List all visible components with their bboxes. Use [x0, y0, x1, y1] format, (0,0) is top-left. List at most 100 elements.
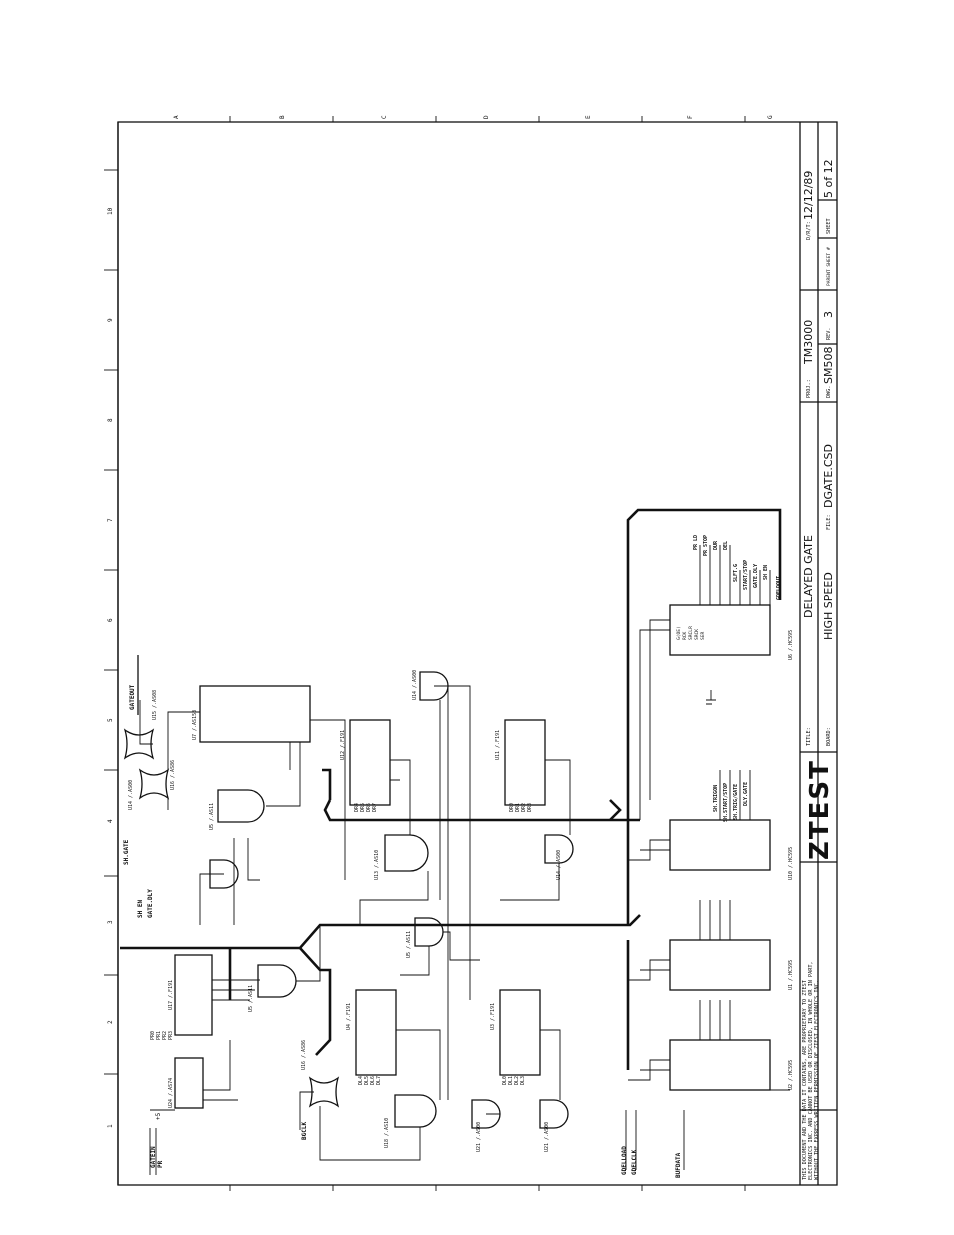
u5-top-label: U5 /.AS11: [209, 803, 215, 830]
notice-line-1: THIS DOCUMENT AND THE DATA IT CONTAINS, …: [802, 980, 808, 1180]
dr-bus-labels-u11: DR0 DR1 DR2 DR3: [509, 803, 533, 812]
u21b-label: U21 /.AS00: [544, 1122, 550, 1152]
u15-label: U15 /.AS08: [152, 690, 158, 720]
signal-slft-g: SLFT.G: [733, 564, 739, 582]
dr1-label: DR1: [515, 803, 521, 812]
signal-gdelload: GDELLOAD: [621, 1146, 628, 1175]
u6-shift-register: U6 /.HC595: [669, 604, 794, 660]
u17-label: U17 /.F191: [168, 980, 174, 1010]
dr3-label: DR3: [527, 803, 533, 812]
ztest-logo: ZTEST: [805, 759, 835, 860]
u10-output-labels: SH.TRIGON SH.START/STOP SH.TRIG/GATE DLY…: [713, 782, 749, 822]
zone-label-1: 1: [107, 1124, 114, 1128]
u13-gate: [384, 834, 429, 872]
u6-pin-rck: RCK: [682, 631, 688, 640]
board-value: HIGH SPEED: [822, 572, 835, 640]
u18-gate-bottom: [308, 1076, 340, 1108]
zone-label-3: 3: [107, 920, 114, 924]
zone-label-d: D: [483, 115, 490, 119]
dl-bus-labels-u4: DL4 DL5 DL6 DL7: [358, 1076, 382, 1085]
u3-label: U3 /.F191: [490, 1003, 496, 1030]
u10-shift-register: U10 /.HC595: [669, 819, 794, 880]
signal-pr: PR: [157, 1160, 164, 1168]
u21-gate-b: [539, 1099, 569, 1129]
signal-sh-start-stop: SH.START/STOP: [723, 783, 729, 822]
signal-sh-gate: SH.GATE: [123, 839, 130, 865]
signal-sh-en2: SH EN: [763, 565, 769, 580]
dl0-label: DL0: [502, 1076, 508, 1085]
zone-label-5: 5: [107, 718, 114, 722]
proj-label: PROJ.:: [806, 379, 812, 398]
signal-bufdata: BUFDATA: [675, 1152, 682, 1178]
u16-gate-top: [138, 768, 170, 800]
u18-label: U18 /.AS10: [384, 1118, 390, 1148]
zone-labels-side: 1 2 3 4 5 6 7 8 9 10: [107, 207, 114, 1128]
file-value: DGATE.CSD: [822, 444, 835, 508]
notice-line-2: ELECTRONICS INC. AND CANNOT BE USED OR D…: [808, 961, 814, 1180]
dr5-label: DR5: [360, 803, 366, 812]
u6-pin-labels: G(OE) RCK SRCLR SRCK SER: [676, 626, 706, 640]
u5-mid-label: U5 /.AS11: [248, 985, 254, 1012]
u17-counter: U17 /.F191: [168, 954, 213, 1036]
dr0-label: DR0: [509, 803, 515, 812]
signal-gdelclk: GDELCLK: [631, 1149, 638, 1175]
u3-counter: U3 /.F191: [490, 989, 541, 1076]
u2-label: U2 /.HC595: [788, 1060, 794, 1090]
signal-del: DEL: [723, 541, 729, 550]
pr3-label: PR3: [168, 1031, 174, 1040]
u16-top-label: U16 /.AS86: [170, 760, 176, 790]
vcc-u24: +5: [155, 1112, 162, 1120]
u1-shift-register: U1 /.HC595: [669, 939, 794, 991]
u12-label: U12 /.F191: [340, 730, 346, 760]
u6-output-labels: PR LD PR STOP DUR DEL SLFT.G START/STOP …: [693, 535, 782, 600]
zone-label-2: 2: [107, 1020, 114, 1024]
date-label: D/R/T:: [806, 221, 812, 240]
zone-label-9: 9: [107, 318, 114, 322]
sheet-label: SHEET: [826, 218, 832, 234]
u24-flipflop: U24 /.AS74: [168, 1057, 204, 1109]
logo-text: ZTEST: [805, 759, 835, 860]
signal-dly-gate: DLY.GATE: [743, 782, 749, 806]
signal-pr-stop: PR STOP: [703, 535, 709, 556]
zone-label-6: 6: [107, 618, 114, 622]
u21-gate-a: [471, 1099, 501, 1129]
u15-gate: [123, 728, 155, 760]
dr-bus-labels-u12: DR4 DR5 DR6 DR7: [354, 803, 378, 812]
file-label: FILE:: [826, 514, 832, 530]
u24-label: U24 /.AS74: [168, 1078, 174, 1108]
rev-value: 3: [822, 311, 835, 318]
zone-label-g: G: [767, 115, 774, 119]
left-bottom-signals: GDELLOAD GDELCLK BUFDATA: [621, 1146, 682, 1178]
zone-label-8: 8: [107, 418, 114, 422]
board-label: BOARD:: [826, 727, 832, 746]
dr4-label: DR4: [354, 803, 360, 812]
dl7-label: DL7: [376, 1076, 382, 1085]
u6-pin-srclr: SRCLR: [688, 626, 694, 640]
signal-pr-ld: PR LD: [693, 535, 699, 550]
u5-gate-top: [217, 789, 265, 823]
title-label: TITLE:: [806, 727, 812, 746]
dr2-label: DR2: [521, 803, 527, 812]
signal-gateout: GATEOUT: [129, 684, 136, 710]
u5-gate-mid: [257, 964, 297, 998]
zone-label-b: B: [279, 115, 286, 119]
dwg-value: SM508: [822, 347, 835, 384]
u4-counter: U4 /.F191: [346, 989, 397, 1076]
zone-labels-top: A B C D E F G: [173, 115, 774, 119]
zone-label-f: F: [687, 115, 694, 119]
dwg-label: DWG.: [826, 386, 832, 399]
u16-bottom-label: U16 /.AS86: [301, 1040, 307, 1070]
u6-label: U6 /.HC595: [788, 630, 794, 660]
wiring: [120, 508, 790, 1170]
zone-label-10: 10: [107, 207, 114, 215]
u6-pin-ser: SER: [700, 631, 706, 640]
u10-label: U10 /.HC595: [788, 847, 794, 880]
signal-dur: DUR: [713, 540, 719, 550]
pr2-label: PR2: [162, 1031, 168, 1040]
signal-sh-en: SH EN: [137, 900, 144, 918]
u5-low-label: U5 /.AS11: [406, 931, 412, 958]
dl4-label: DL4: [358, 1076, 364, 1085]
pr1-label: PR1: [156, 1031, 162, 1040]
title-block: THIS DOCUMENT AND THE DATA IT CONTAINS, …: [799, 122, 837, 1185]
u24-wires: [149, 1109, 175, 1175]
